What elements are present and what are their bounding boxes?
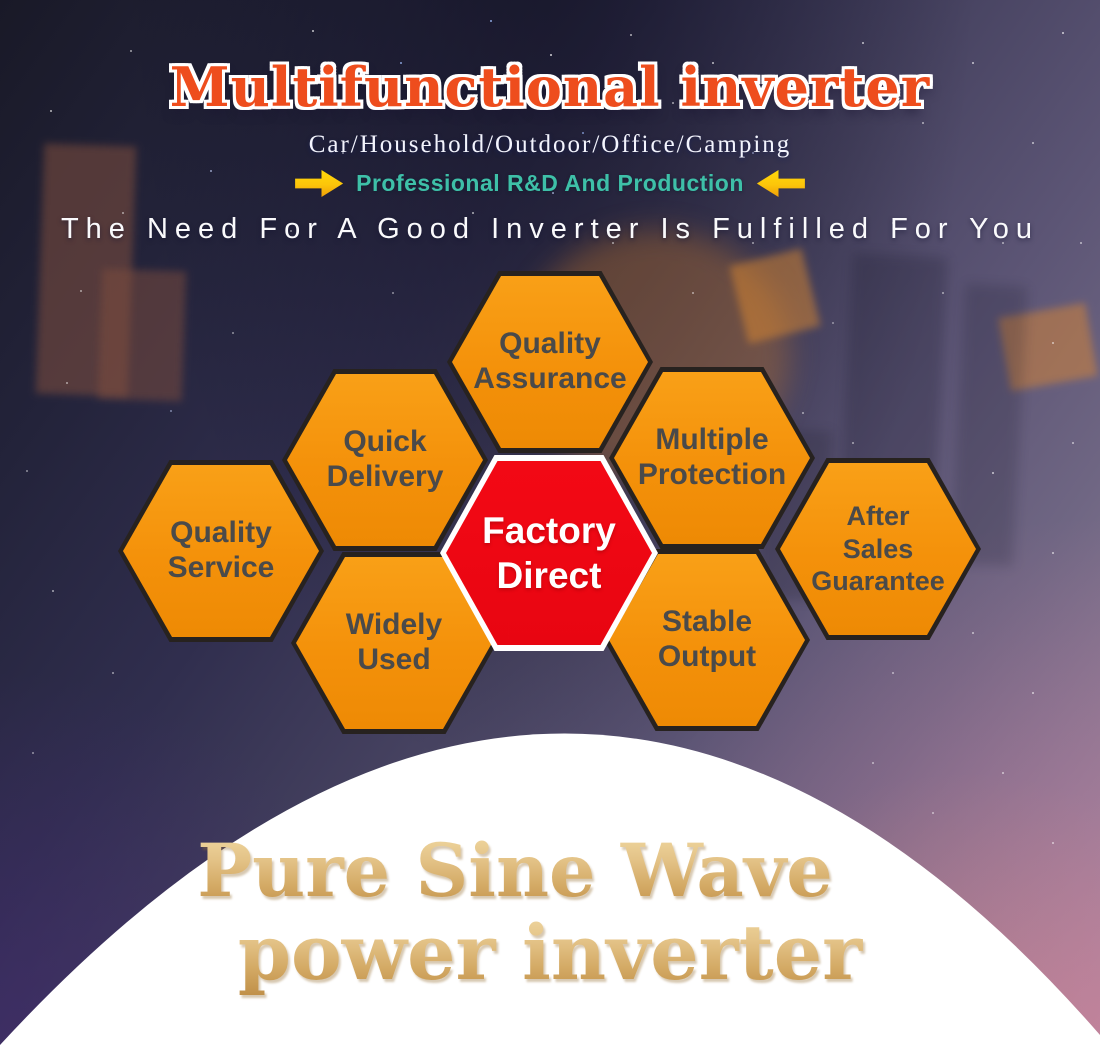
watermark-shape <box>998 302 1098 392</box>
hexagon-after-sales-guarantee: After Sales Guarantee <box>775 458 981 640</box>
usage-subtitle: Car/Household/Outdoor/Office/Camping <box>308 131 792 158</box>
hexagon-label: Quality Assurance <box>473 327 627 395</box>
watermark-shape <box>729 248 821 344</box>
arrow-right-icon <box>295 170 344 197</box>
hexagon-label: Quick Delivery <box>326 425 444 493</box>
tagline-text: Professional R&D And Production <box>356 170 744 196</box>
hexagon-label: After Sales Guarantee <box>811 501 945 597</box>
hexagon-quality-assurance: Quality Assurance <box>447 271 653 453</box>
tagline-row: Professional R&D And Production <box>0 170 1100 197</box>
hexagon-label: Factory Direct <box>482 509 616 596</box>
slogan-text: The Need For A Good Inverter Is Fulfille… <box>60 213 1040 245</box>
page-title: Multifunctional inverter <box>169 55 931 119</box>
footer-headline: Pure Sine Wave power inverter <box>0 828 1100 997</box>
hexagon-label: Quality Service <box>167 516 275 584</box>
arrow-left-icon <box>756 170 805 197</box>
hexagon-label: Multiple Protection <box>637 423 787 491</box>
hexagon-quick-delivery: Quick Delivery <box>282 369 488 551</box>
hexagon-label: Widely Used <box>345 608 443 676</box>
footer-line-1: Pure Sine Wave <box>0 828 1065 914</box>
watermark-shape <box>97 268 187 402</box>
footer-line-2: power inverter <box>0 908 1100 997</box>
hexagon-label: Stable Output <box>657 605 757 673</box>
hexagon-quality-service: Quality Service <box>118 460 324 642</box>
hexagon-multiple-protection: Multiple Protection <box>609 367 815 549</box>
